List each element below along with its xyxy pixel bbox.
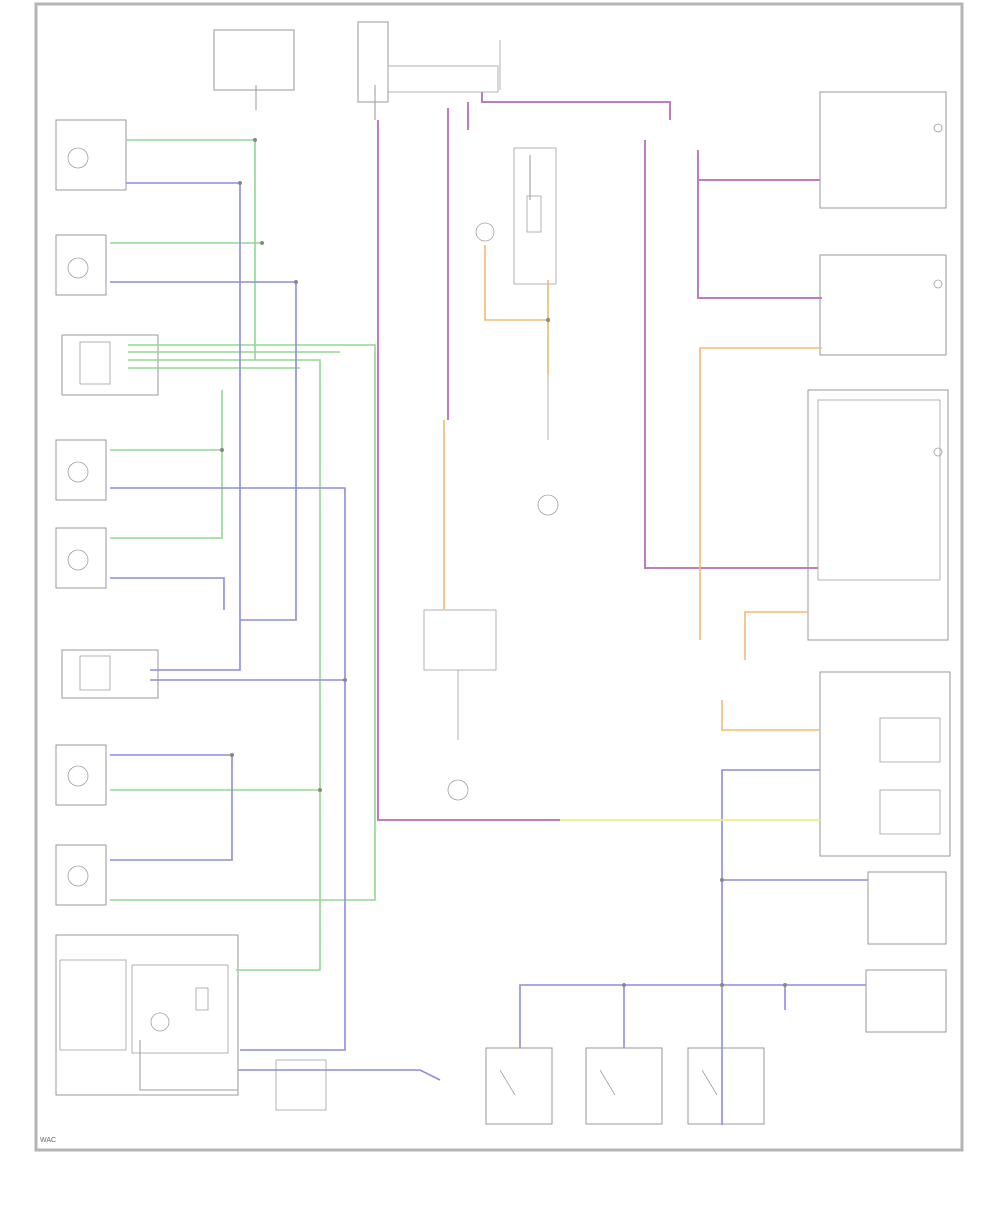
left-connector-box-2 (61, 649, 159, 699)
right-component-column (807, 91, 951, 1033)
left-sensor-box-6 (55, 844, 107, 906)
center-relay-box (513, 147, 557, 285)
top-left-fuse-box (213, 29, 295, 91)
bottom-switch-box-3 (687, 1047, 765, 1125)
bottom-switch-row (275, 1047, 765, 1125)
gray-connectors (139, 85, 531, 1091)
right-switch-box-2 (819, 254, 947, 356)
splice-nodes (220, 138, 787, 987)
top-center-fuse-box (357, 21, 389, 103)
right-switch-box-1 (819, 91, 947, 209)
corner-label: WAC (40, 1137, 56, 1144)
left-sensor-box-3 (55, 439, 107, 501)
right-module-box (807, 389, 949, 641)
center-switch-box (423, 609, 497, 671)
left-sensor-box-5 (55, 744, 107, 806)
blue-wires (110, 182, 868, 1125)
center-switches (423, 147, 559, 801)
control-module-box (55, 934, 239, 1096)
purple-wires (377, 92, 822, 821)
center-ground-symbol-2 (447, 779, 469, 801)
left-component-column (55, 119, 239, 1096)
green-wires (110, 139, 376, 971)
orange-wires (443, 245, 822, 731)
right-relay-box (819, 671, 951, 857)
right-small-switch-box (867, 871, 947, 945)
left-sensor-box-1 (55, 119, 127, 191)
left-sensor-box-4 (55, 527, 107, 589)
left-connector-box-1 (61, 334, 159, 396)
bottom-switch-box-1 (485, 1047, 553, 1125)
top-fuse-block (213, 21, 501, 103)
center-ground-symbol (537, 494, 559, 516)
bottom-connector-box (275, 1059, 327, 1111)
right-bottom-box (865, 969, 947, 1033)
diagram-frame (34, 2, 964, 1152)
center-lamp-symbol (475, 222, 495, 242)
bottom-switch-box-2 (585, 1047, 663, 1125)
left-sensor-box-2 (55, 234, 107, 296)
